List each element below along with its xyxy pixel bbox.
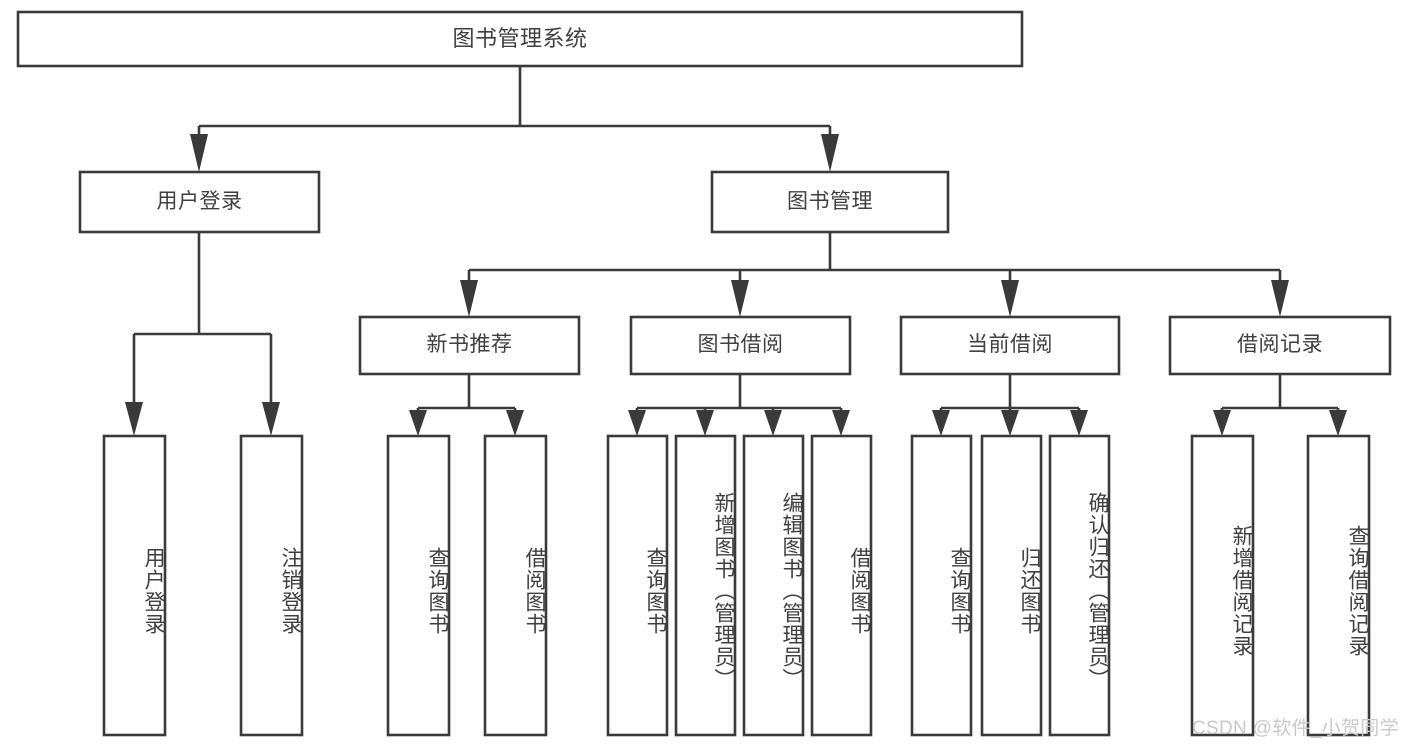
watermark-text: CSDN @软件_小贺同学 [1192,718,1399,739]
arrowhead-leaf-query-book-3 [932,410,950,436]
node-box-leaf-query-book-1[interactable] [386,434,451,737]
node-box-leaf-return-book[interactable] [980,434,1043,737]
arrowhead-leaf-query-record [1329,410,1347,436]
arrowhead-leaf-query-book-1 [409,410,427,436]
node-box-current-borrow[interactable] [899,315,1121,376]
node-box-leaf-user-login[interactable] [102,434,167,737]
arrowhead-user-login [190,134,208,172]
arrowhead-book-borrow [731,280,749,317]
node-box-user-login[interactable] [78,170,321,234]
node-box-leaf-add-book[interactable] [674,434,737,737]
arrowhead-borrow-record [1271,280,1289,317]
node-box-leaf-add-record[interactable] [1190,434,1255,737]
arrowhead-leaf-edit-book [764,410,782,436]
node-box-leaf-borrow-book-2[interactable] [810,434,873,737]
arrowhead-leaf-borrow-book-1 [506,410,524,436]
node-box-borrow-record[interactable] [1168,315,1392,376]
arrowhead-leaf-user-logout [262,402,280,436]
node-box-leaf-confirm-return[interactable] [1048,434,1111,737]
node-box-leaf-borrow-book-1[interactable] [483,434,548,737]
arrowhead-book-manage [821,134,839,172]
arrowhead-current-borrow [1001,280,1019,317]
node-box-leaf-query-record[interactable] [1306,434,1371,737]
node-box-leaf-user-logout[interactable] [239,434,304,737]
node-box-new-book-recommend[interactable] [358,315,581,376]
arrowhead-leaf-return-book [1001,410,1019,436]
node-box-root[interactable] [16,10,1024,68]
node-box-leaf-query-book-2[interactable] [606,434,669,737]
node-box-leaf-query-book-3[interactable] [910,434,973,737]
node-box-book-borrow[interactable] [629,315,852,376]
arrowhead-leaf-query-book-2 [628,410,646,436]
arrowhead-leaf-user-login [125,402,143,436]
node-box-book-manage[interactable] [710,170,950,234]
arrowhead-leaf-add-book [696,410,714,436]
arrowhead-leaf-add-record [1213,410,1231,436]
node-box-leaf-edit-book[interactable] [742,434,805,737]
arrowhead-new-book-recommend [460,280,478,317]
arrowhead-leaf-borrow-book-2 [832,410,850,436]
arrowhead-leaf-confirm-return [1070,410,1088,436]
